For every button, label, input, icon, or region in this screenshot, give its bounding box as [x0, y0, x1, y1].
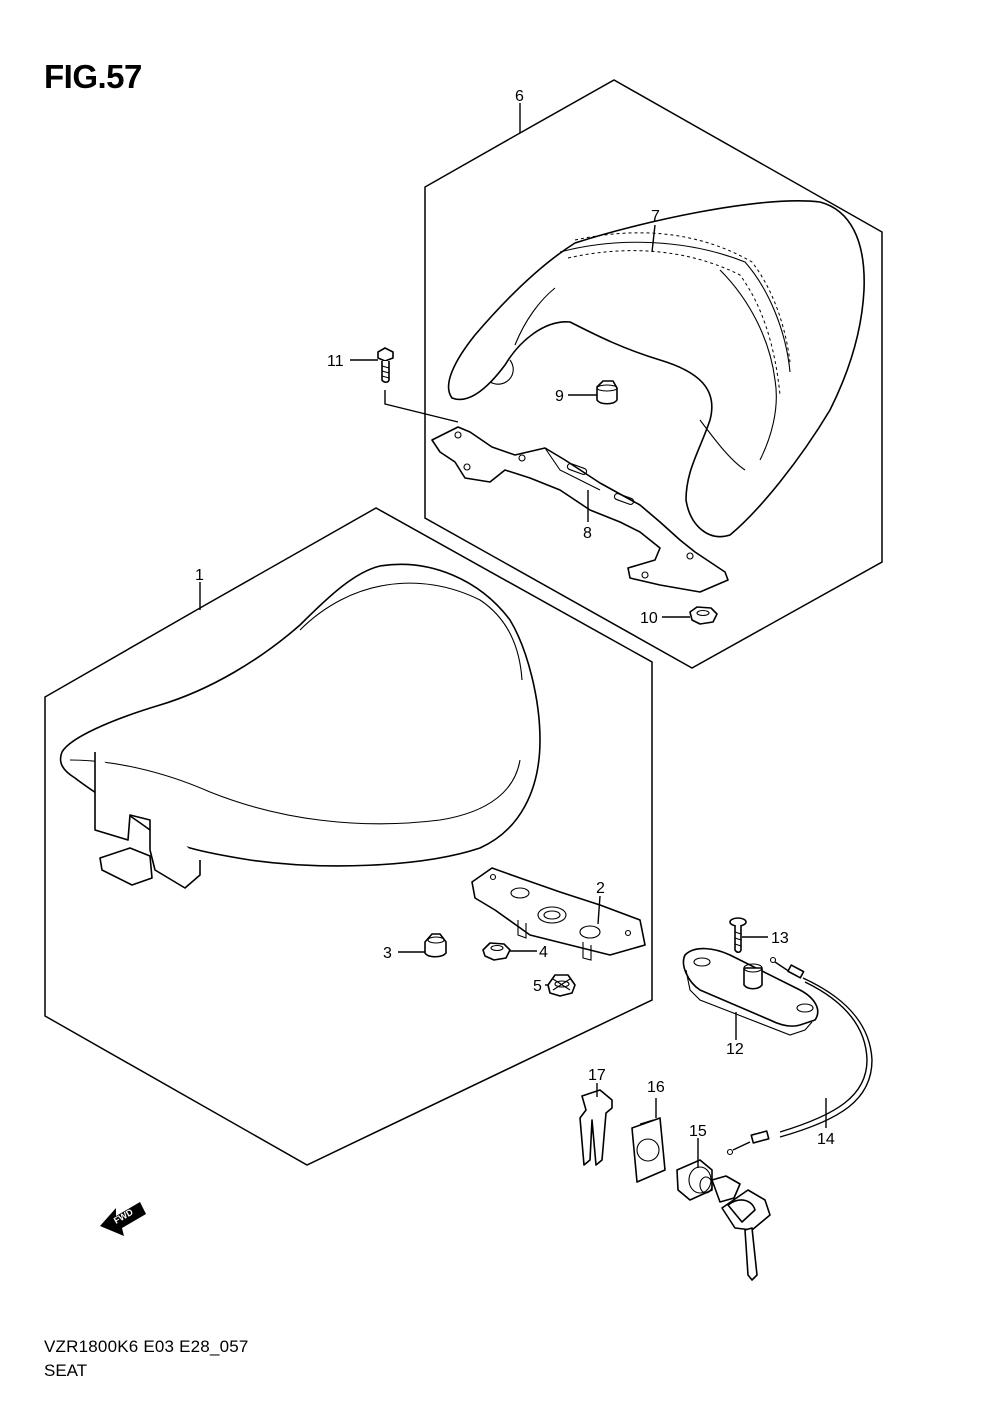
callout-3: 3	[383, 945, 392, 962]
plate-part	[631, 1117, 666, 1183]
bolt-part	[377, 347, 459, 423]
figure-name: SEAT	[44, 1361, 88, 1380]
leader-lines	[199, 103, 827, 1168]
callout-5: 5	[533, 978, 542, 995]
callout-1: 1	[195, 567, 204, 584]
pillion-seat-group-box	[424, 79, 883, 669]
callout-12: 12	[726, 1041, 744, 1058]
callout-17: 17	[588, 1067, 606, 1084]
pillion-bracket-part	[431, 426, 729, 593]
pillion-nut-part	[689, 606, 718, 625]
seat-lock-part	[682, 947, 819, 1036]
main-seat-drawing	[59, 563, 541, 889]
callout-11: 11	[327, 353, 344, 370]
callout-6: 6	[515, 88, 524, 105]
main-seat-group-box	[44, 507, 653, 1166]
nut-part-4	[482, 942, 511, 961]
clip-part	[579, 1089, 613, 1166]
callout-10: 10	[640, 610, 658, 627]
callout-4: 4	[539, 944, 548, 961]
pillion-cushion-part	[596, 380, 618, 405]
cushion-part	[424, 933, 447, 958]
callout-14: 14	[817, 1131, 835, 1148]
model-code: VZR1800K6 E03 E28_057	[44, 1337, 249, 1356]
callout-8: 8	[583, 525, 592, 542]
forward-direction-arrow: FWD	[100, 1202, 146, 1236]
pillion-seat-drawing	[447, 200, 865, 538]
callout-16: 16	[647, 1079, 665, 1096]
callout-13: 13	[771, 930, 789, 947]
figure-title: FIG.57	[44, 58, 142, 95]
lock-cable-part	[726, 956, 873, 1156]
callout-7: 7	[651, 208, 660, 225]
callout-15: 15	[689, 1123, 707, 1140]
callout-9: 9	[555, 388, 564, 405]
callout-2: 2	[596, 880, 605, 897]
lock-set-part	[676, 1159, 771, 1281]
nut-part-5	[547, 974, 576, 997]
screw-part	[729, 917, 747, 954]
callout-labels: 6 7 11 9 8 10 1 2 3 4 5 13 12 17 16 15 1…	[195, 88, 835, 1148]
seat-bracket-part	[471, 867, 646, 961]
